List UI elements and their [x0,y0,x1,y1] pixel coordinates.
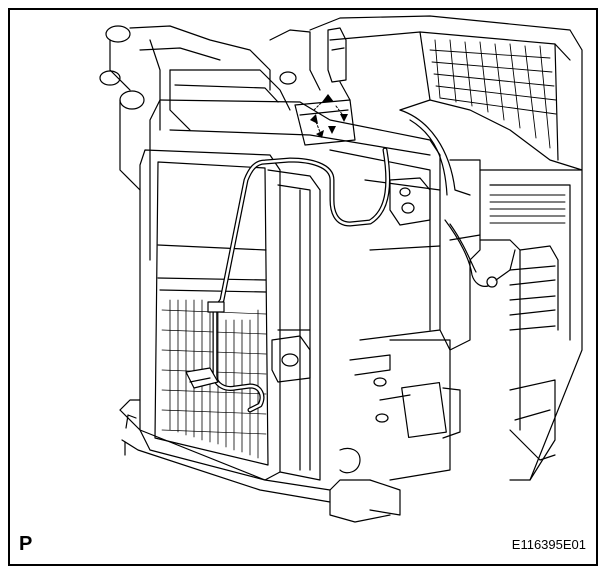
refrigerant-tube [185,147,391,413]
expansion-valve [389,177,431,226]
illustration-frame: P E116395E01 [8,8,598,566]
evaporator-front-frame [119,149,331,503]
hvac-unit-line-drawing [99,15,583,523]
right-housing [479,169,583,481]
figure-id: E116395E01 [511,537,586,552]
mounting-bracket [125,414,137,429]
wire-harness [444,219,516,288]
heater-pipes [99,25,321,191]
refrigerant-connector [294,27,356,146]
view-letter: P [19,533,33,555]
blower-housing [309,15,583,196]
